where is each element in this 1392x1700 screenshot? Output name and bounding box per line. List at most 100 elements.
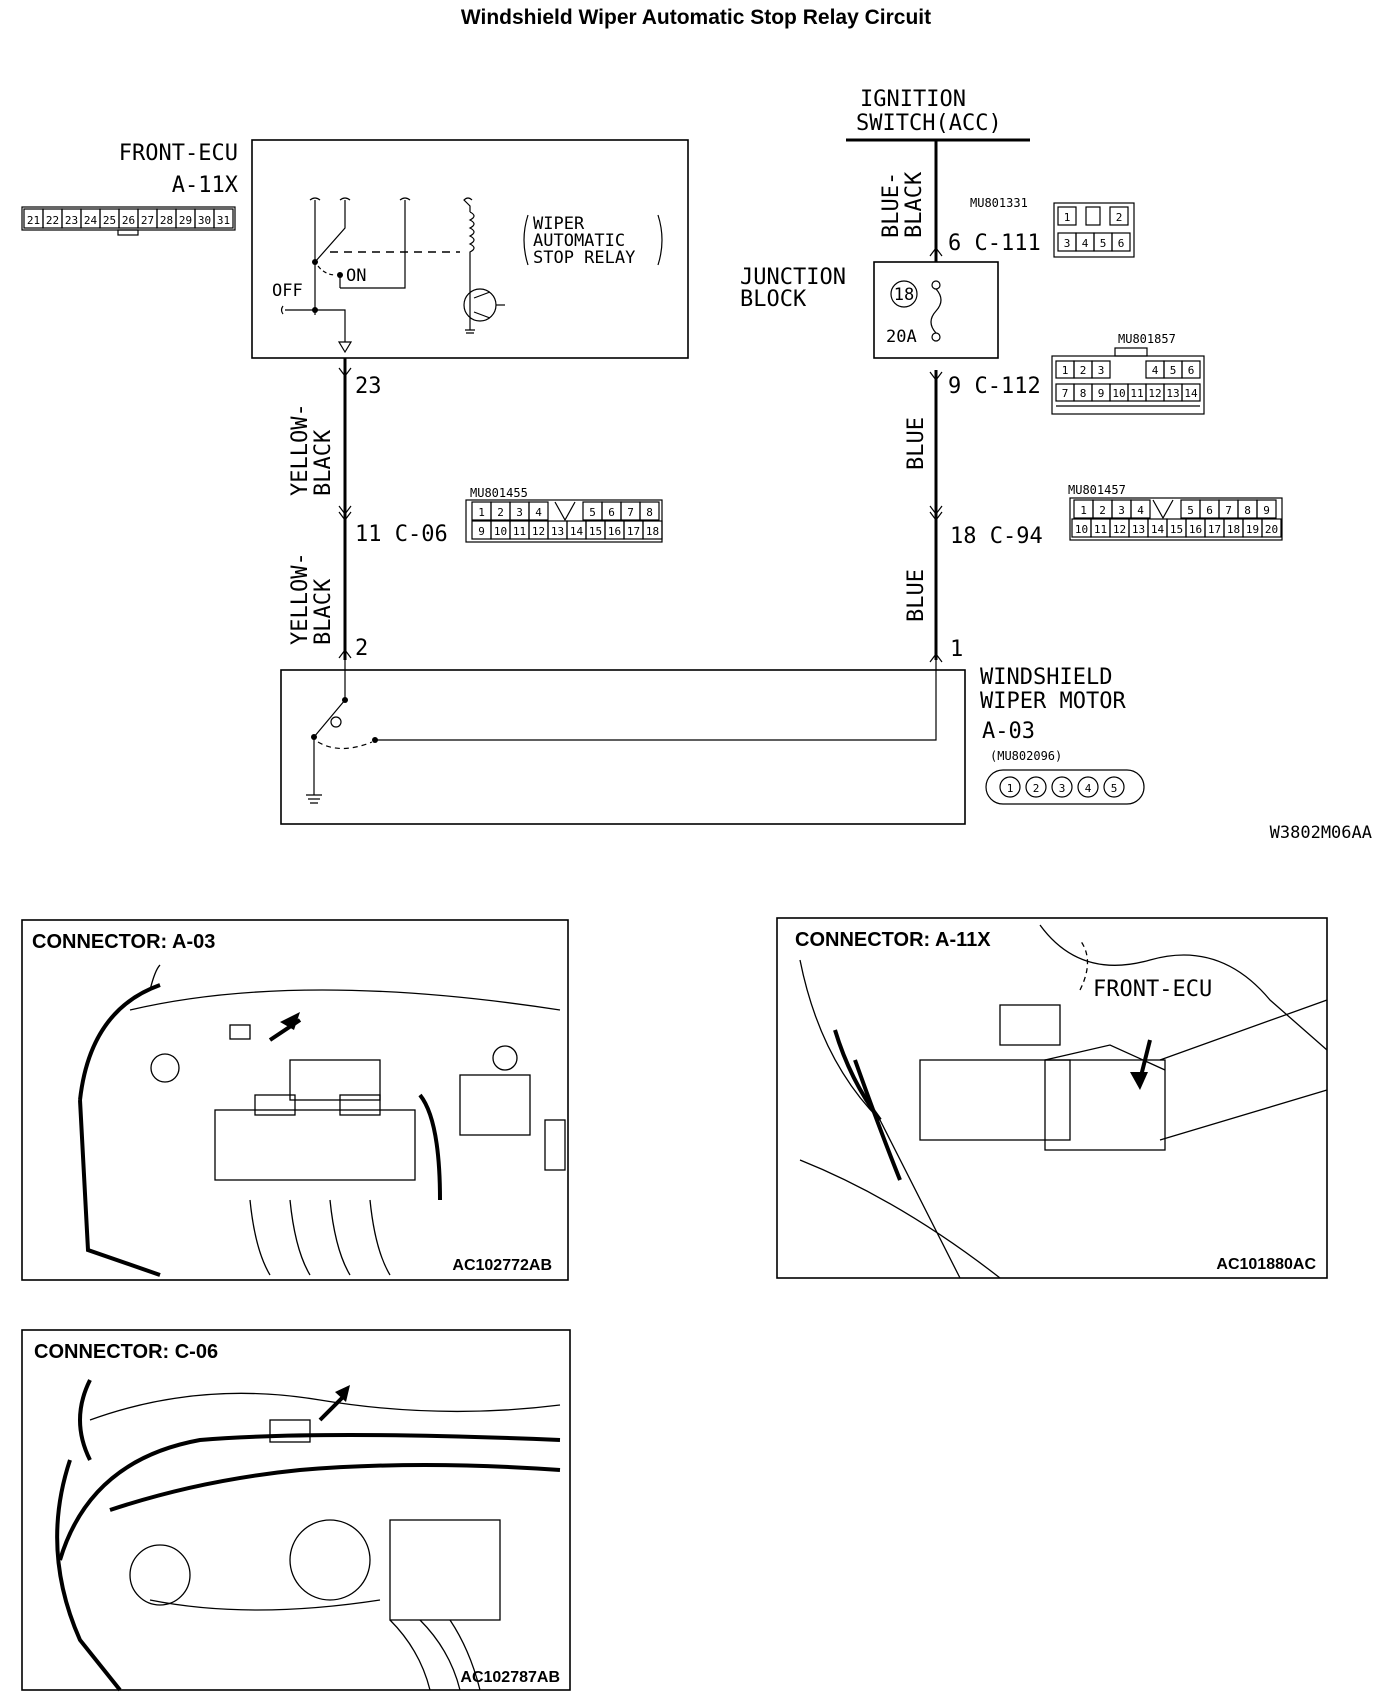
c111-pin-number: 6 [1118,237,1125,250]
relay-label-line2: AUTOMATIC [533,231,625,251]
c94-pin-number: 18 [1227,523,1240,536]
c06-pin-number: 17 [627,525,640,538]
c06-pin-number: 8 [646,506,653,519]
c94-pin-number: 20 [1265,523,1278,536]
page-title: Windshield Wiper Automatic Stop Relay Ci… [460,6,932,29]
ignition-switch: IGNITION SWITCH(ACC) [846,87,1030,142]
c06-cell [642,520,663,540]
panel-a11x-code: AC101880AC [1216,1256,1316,1273]
c111-pin-label: 6 C-111 [948,231,1041,256]
c06-cell [528,501,549,521]
right-top-wire-color1: BLUE- [879,172,904,238]
c94-pin-number: 6 [1206,504,1213,517]
a03-pin-number: 5 [1111,782,1118,795]
relay-label: WIPER AUTOMATIC STOP RELAY [523,214,663,268]
motor-pin-2: 2 [355,636,368,661]
panel-c06-code: AC102787AB [460,1669,560,1686]
c112-pin-number: 1 [1062,364,1069,377]
ecu-pin-23: 23 [355,374,382,399]
ecu-connector-pin-number: 28 [160,214,173,227]
motor-pin-1: 1 [950,637,963,662]
c112-cell [1181,360,1201,379]
c06-pin-number: 3 [516,506,523,519]
c112-pin-number: 6 [1188,364,1195,377]
c06-pin-number: 4 [535,506,542,519]
c112-pin-number: 11 [1130,387,1143,400]
a03-pin [1077,776,1099,798]
junction-label2: BLOCK [740,287,807,312]
c111-part-number: MU801331 [970,196,1028,210]
a03-pin [999,776,1021,798]
ecu-connector-pin-number: 30 [198,214,211,227]
c112-pin-number: 7 [1062,387,1069,400]
fuse-number: 18 [894,285,914,305]
right-top-wire-color2: BLACK [902,171,927,238]
c94-pin-number: 1 [1080,504,1087,517]
c111-pin-number: 3 [1064,237,1071,250]
c94-cell [1256,499,1277,519]
a03-pin-number: 3 [1059,782,1066,795]
dashboard-harness-illustration [55,1379,561,1692]
c112-pin-number: 12 [1148,387,1161,400]
c94-pin-number: 13 [1132,523,1145,536]
ecu-name: FRONT-ECU [119,141,238,166]
c06-pin-number: 14 [570,525,584,538]
left-top-wire-color1: YELLOW- [288,403,313,496]
panel-a03-caption: CONNECTOR: A-03 [32,931,215,953]
c94-pin-number: 11 [1094,523,1107,536]
c06-pin-number: 7 [627,506,634,519]
c94-pin-number: 12 [1113,523,1126,536]
a03-part-number: (MU802096) [990,749,1062,763]
c94-pin-number: 17 [1208,523,1221,536]
left-bottom-wire-color2: BLACK [311,578,336,645]
engine-bay-illustration [78,964,566,1277]
right-bottom-wire-color: BLUE [904,569,929,622]
c06-pin-number: 15 [589,525,602,538]
c94-pin-number: 4 [1137,504,1144,517]
a03-pin-number: 4 [1085,782,1092,795]
right-mid-wire-color: BLUE [904,417,929,470]
c06-pin-number: 16 [608,525,621,538]
ecu-connector-pin-number: 31 [217,214,230,227]
c94-pin-number: 19 [1246,523,1259,536]
fuse-box-illustration [799,924,1328,1279]
c112-pin-number: 2 [1080,364,1087,377]
c111-pin-number: 4 [1082,237,1089,250]
diagram-code: W3802M06AA [1270,823,1372,843]
c112-pin-number: 13 [1166,387,1179,400]
c94-pin-label: 18 C-94 [950,524,1043,549]
c112-part-number: MU801857 [1118,332,1176,346]
c112-pin-label: 9 C-112 [948,374,1041,399]
ecu-connector-label: A-11X [172,173,239,198]
panel-a11x: CONNECTOR: A-11X FRONT-ECU AC101880AC [776,917,1328,1279]
c94-pin-number: 8 [1244,504,1251,517]
left-top-wire-color2: BLACK [311,429,336,496]
c111-cell [1111,232,1131,252]
c112-pin-number: 9 [1098,387,1105,400]
c06-pin-label: 11 C-06 [355,522,448,547]
c94-cell [1261,518,1282,538]
panel-a03: CONNECTOR: A-03 AC102772AB [21,919,569,1281]
c06-pin-number: 2 [497,506,504,519]
c94-pin-number: 15 [1170,523,1183,536]
c112-pin-number: 14 [1184,387,1198,400]
panel-a11x-callout: FRONT-ECU [1093,977,1212,1002]
panel-a03-code: AC102772AB [452,1257,552,1274]
a03-pin [1025,776,1047,798]
ecu-connector-pin-number: 25 [103,214,116,227]
c94-part-number: MU801457 [1068,483,1126,497]
left-bottom-wire-color1: YELLOW- [288,552,313,645]
c94-cell [1130,499,1151,519]
c112-cell [1091,360,1111,379]
c112-pin-number: 5 [1170,364,1177,377]
a03-pin [1103,776,1125,798]
c06-pin-number: 5 [589,506,596,519]
ecu-connector-cell [213,208,234,229]
c111-cell [1057,206,1077,226]
panel-c06-caption: CONNECTOR: C-06 [34,1341,218,1363]
c06-pin-number: 10 [494,525,507,538]
